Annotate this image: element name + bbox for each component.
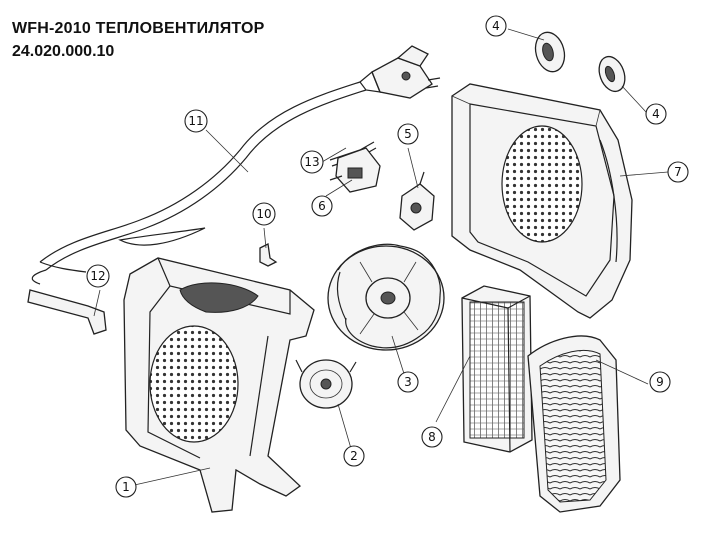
rear-grille-part — [527, 335, 621, 513]
thermostat-part — [399, 171, 435, 231]
rear-housing-part — [451, 83, 633, 319]
power-cable-part — [31, 81, 367, 285]
callout-13: 13 — [300, 150, 324, 174]
svg-text:8: 8 — [428, 430, 436, 444]
svg-text:5: 5 — [404, 127, 412, 141]
callout-2: 2 — [343, 445, 365, 467]
plug-part — [359, 45, 441, 99]
callout-4-lower: 4 — [645, 103, 667, 125]
leader-lines — [93, 28, 669, 487]
svg-text:9: 9 — [656, 375, 664, 389]
svg-text:12: 12 — [90, 269, 105, 283]
bracket-part — [27, 289, 107, 335]
callout-10: 10 — [252, 202, 276, 226]
callout-11: 11 — [184, 109, 208, 133]
callout-9: 9 — [649, 371, 671, 393]
svg-text:4: 4 — [492, 19, 500, 33]
part-number: 24.020.000.10 — [12, 43, 115, 60]
callout-12: 12 — [86, 264, 110, 288]
foot-part-upper — [534, 31, 566, 73]
foot-part-lower — [598, 55, 626, 93]
svg-text:4: 4 — [652, 107, 660, 121]
front-housing-part — [123, 257, 315, 513]
svg-text:2: 2 — [350, 449, 358, 463]
svg-text:10: 10 — [256, 207, 271, 221]
svg-text:6: 6 — [318, 199, 326, 213]
fan-blade-part — [327, 243, 445, 351]
diagram-title: WFH-2010 ТЕПЛОВЕНТИЛЯТОР — [12, 20, 265, 37]
callout-8: 8 — [421, 426, 443, 448]
svg-text:3: 3 — [404, 375, 412, 389]
callout-7: 7 — [667, 161, 689, 183]
svg-text:13: 13 — [304, 155, 319, 169]
motor-part — [295, 359, 357, 409]
heating-element-part — [461, 285, 533, 453]
callout-4-upper: 4 — [485, 15, 507, 37]
callout-3: 3 — [397, 371, 419, 393]
svg-text:7: 7 — [674, 165, 682, 179]
clip-part — [259, 243, 278, 267]
switch-part — [329, 147, 381, 193]
callout-6: 6 — [311, 195, 333, 217]
svg-text:11: 11 — [188, 114, 203, 128]
callout-1: 1 — [115, 476, 137, 498]
callout-5: 5 — [397, 123, 419, 145]
svg-text:1: 1 — [122, 480, 130, 494]
